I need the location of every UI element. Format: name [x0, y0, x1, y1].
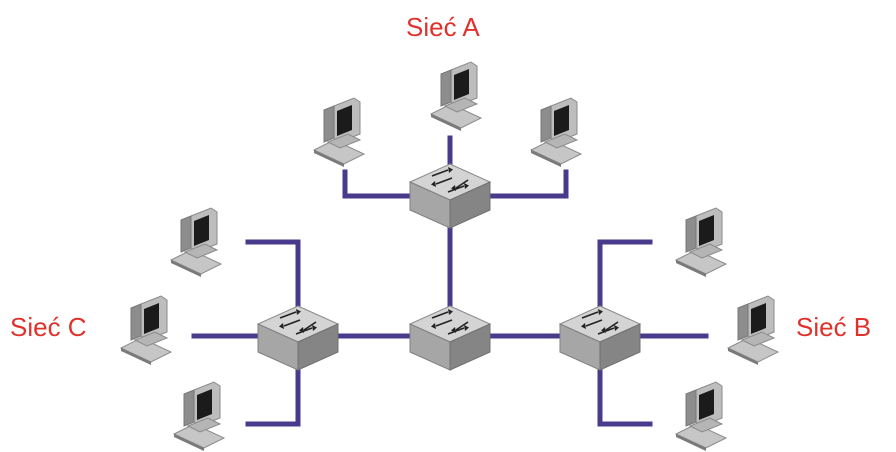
link-a-left	[342, 169, 415, 199]
desktop-computer-icon	[530, 97, 582, 168]
desktop-computer-icon	[675, 207, 727, 278]
link-a-right	[485, 169, 569, 199]
network-switch-icon	[559, 305, 641, 371]
desktop-computer-icon	[170, 207, 222, 278]
link-c-bottom	[245, 367, 301, 427]
desktop-computer-icon	[313, 97, 365, 168]
network-switch-icon	[257, 305, 339, 371]
network-label-a: Sieć A	[406, 12, 480, 42]
desktop-computer-icon	[120, 295, 172, 366]
network-switch-icon	[409, 163, 491, 229]
network-label-c: Sieć C	[10, 312, 87, 342]
desktop-computer-icon	[173, 381, 225, 452]
link-b-top	[597, 239, 653, 309]
desktop-computer-icon	[675, 381, 727, 452]
network-switch-icon	[409, 305, 491, 371]
network-label-b: Sieć B	[796, 312, 872, 342]
desktop-computer-icon	[430, 61, 482, 132]
link-b-bottom	[597, 367, 653, 427]
desktop-computer-icon	[727, 295, 779, 366]
link-c-top	[245, 239, 301, 309]
